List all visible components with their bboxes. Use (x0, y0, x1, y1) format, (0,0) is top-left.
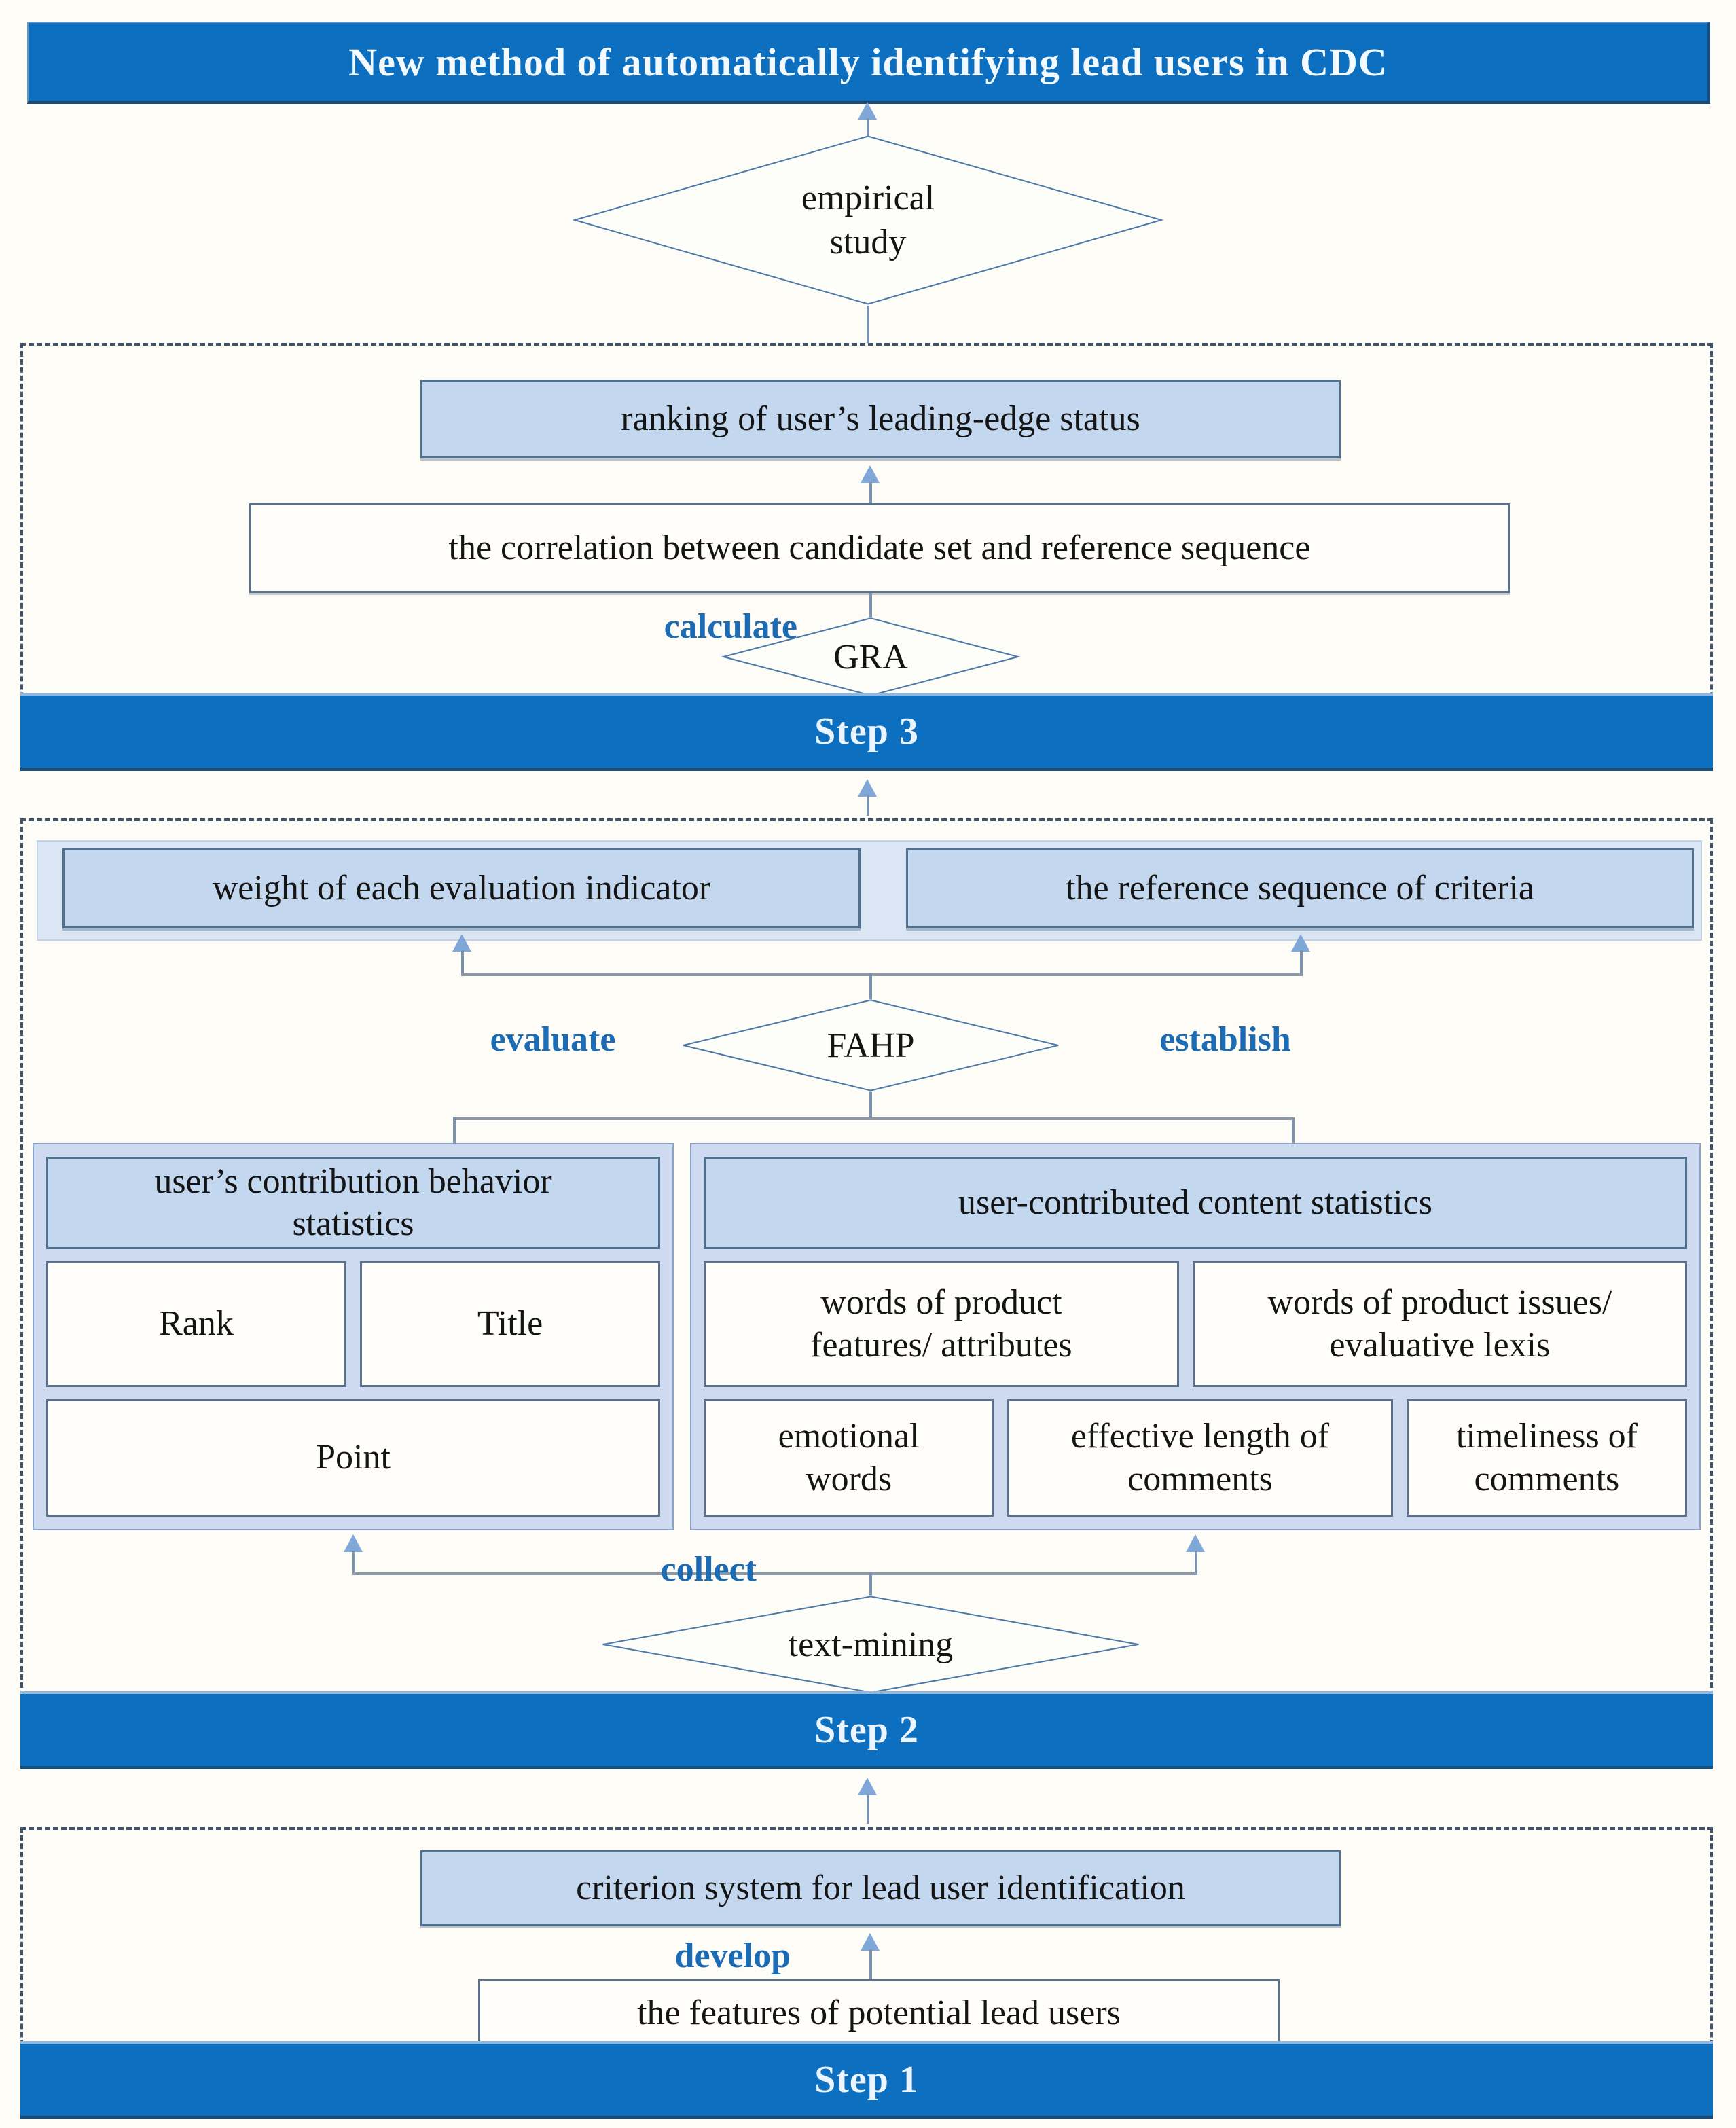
behavior-group-header-label: user’s contribution behavior statistics (154, 1161, 552, 1243)
empirical-study-label: empirical study (801, 179, 935, 262)
connector-line (869, 593, 872, 617)
connector-line (461, 973, 1303, 976)
connector-line (352, 1551, 355, 1574)
weight-box: weight of each evaluation indicator (62, 848, 861, 928)
page-title-text: New method of automatically identifying … (348, 39, 1388, 84)
product-features-label: words of product features/ attributes (810, 1283, 1072, 1365)
title-box: Title (360, 1261, 660, 1387)
correlation-box: the correlation between candidate set an… (249, 503, 1510, 593)
content-group-header-label: user-contributed content statistics (958, 1183, 1432, 1222)
product-issues-box: words of product issues/ evaluative lexi… (1192, 1261, 1687, 1387)
arrow-up-icon (858, 102, 877, 120)
rank-box: Rank (46, 1261, 346, 1387)
step3-banner-label: Step 3 (814, 710, 919, 753)
content-group-panel: user-contributed content statistics word… (690, 1143, 1701, 1530)
diamond-shape-icon (681, 999, 1061, 1092)
connector-line (1195, 1551, 1197, 1574)
arrow-up-icon (861, 465, 880, 483)
connector-line (867, 306, 869, 343)
section-step3: ranking of user’s leading-edge status th… (20, 343, 1713, 771)
establish-label: establish (1159, 1020, 1291, 1059)
connector-line (869, 1092, 872, 1117)
arrow-up-icon (1291, 934, 1310, 952)
section-step2: weight of each evaluation indicator the … (20, 818, 1713, 1769)
section-step1: criterion system for lead user identific… (20, 1827, 1713, 2119)
behavior-row-1: Rank Title (46, 1261, 660, 1387)
step2-banner: Step 2 (20, 1691, 1713, 1769)
ranking-box: ranking of user’s leading-edge status (420, 380, 1341, 458)
arrow-up-icon (858, 779, 877, 797)
weight-box-label: weight of each evaluation indicator (212, 868, 711, 907)
arrow-up-icon (861, 1933, 880, 1951)
point-box: Point (46, 1399, 660, 1517)
arrow-up-icon (1186, 1534, 1205, 1552)
fahp-diamond: FAHP (681, 999, 1061, 1092)
criterion-box: criterion system for lead user identific… (420, 1850, 1341, 1926)
product-issues-label: words of product issues/ evaluative lexi… (1267, 1283, 1612, 1365)
content-row-1: words of product features/ attributes wo… (704, 1261, 1687, 1387)
gra-diamond: GRA (721, 617, 1020, 696)
connector-line (869, 973, 872, 999)
behavior-row-2: Point (46, 1399, 660, 1517)
reference-box: the reference sequence of criteria (906, 848, 1694, 928)
gra-label: GRA (833, 637, 908, 677)
features-box-label: the features of potential lead users (637, 1993, 1121, 2032)
title-label: Title (477, 1304, 543, 1343)
arrow-up-icon (344, 1534, 363, 1552)
develop-label: develop (674, 1936, 791, 1975)
connector-line (867, 118, 869, 136)
behavior-group-header: user’s contribution behavior statistics (46, 1157, 660, 1249)
fahp-label: FAHP (827, 1026, 915, 1065)
empirical-study-diamond: empirical study (571, 134, 1165, 306)
diamond-shape-icon (571, 134, 1165, 306)
connector-line (867, 1794, 869, 1824)
behavior-group-panel: user’s contribution behavior statistics … (33, 1143, 674, 1530)
step1-banner-label: Step 1 (814, 2059, 919, 2101)
connector-line (453, 1117, 1295, 1120)
ranking-box-label: ranking of user’s leading-edge status (621, 399, 1140, 438)
criterion-box-label: criterion system for lead user identific… (576, 1868, 1185, 1907)
effective-length-box: effective length of comments (1007, 1399, 1393, 1517)
timeliness-label: timeliness of comments (1455, 1417, 1638, 1498)
point-label: Point (316, 1438, 391, 1477)
content-group-header: user-contributed content statistics (704, 1157, 1687, 1249)
text-mining-diamond: text-mining (599, 1595, 1142, 1693)
correlation-box-label: the correlation between candidate set an… (448, 528, 1311, 567)
connector-line (869, 1572, 872, 1595)
effective-length-label: effective length of comments (1070, 1417, 1330, 1498)
features-box: the features of potential lead users (478, 1979, 1280, 2047)
timeliness-box: timeliness of comments (1406, 1399, 1687, 1517)
connector-line (1292, 1117, 1295, 1144)
rank-label: Rank (159, 1304, 234, 1343)
connector-line (1300, 950, 1303, 975)
connector-line (461, 950, 464, 975)
connector-line (869, 1949, 872, 1979)
arrow-up-icon (452, 934, 471, 952)
arrow-up-icon (858, 1778, 877, 1795)
connector-line (352, 1572, 1197, 1575)
collect-label: collect (660, 1550, 757, 1589)
content-row-2: emotional words effective length of comm… (704, 1399, 1687, 1517)
calculate-label: calculate (664, 607, 797, 646)
step3-banner: Step 3 (20, 693, 1713, 771)
step2-banner-label: Step 2 (814, 1709, 919, 1751)
evaluate-label: evaluate (490, 1020, 616, 1059)
page-title: New method of automatically identifying … (27, 22, 1710, 104)
emotional-words-box: emotional words (704, 1399, 994, 1517)
connector-line (453, 1117, 456, 1144)
product-features-box: words of product features/ attributes (704, 1261, 1179, 1387)
emotional-words-label: emotional words (778, 1417, 920, 1498)
text-mining-label: text-mining (788, 1625, 954, 1664)
reference-box-label: the reference sequence of criteria (1066, 868, 1534, 907)
step1-banner: Step 1 (20, 2041, 1713, 2119)
connector-line (869, 482, 872, 503)
connector-line (867, 795, 869, 816)
